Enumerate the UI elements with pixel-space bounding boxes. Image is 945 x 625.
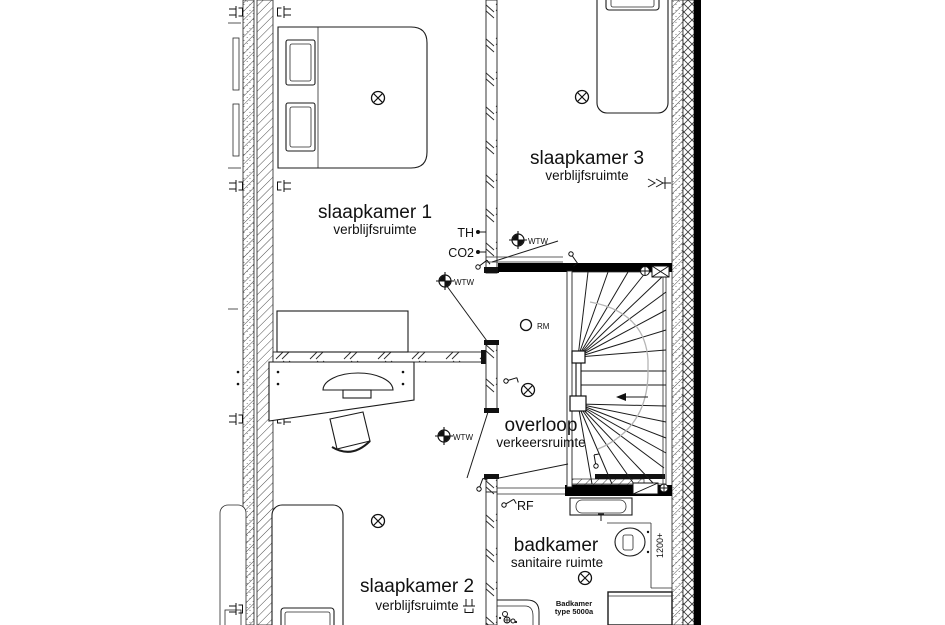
room-slaapkamer-2: WTW slaapkamer 2 verblijfsruimte <box>268 361 491 625</box>
wall-tie-icon <box>462 598 476 613</box>
stair-walkline <box>589 301 649 450</box>
ceiling-light-icon <box>577 570 593 586</box>
room-slaapkamer-3: slaapkamer 3 verblijfsruimte <box>530 0 671 189</box>
stair-treads-lower <box>577 403 667 485</box>
staircase <box>569 265 670 495</box>
stair-treads-upper <box>577 271 667 358</box>
room-label-slaapkamer1: slaapkamer 1 <box>318 202 432 223</box>
wall-stairwell-north <box>498 263 672 272</box>
height-marker-label: 1200+ <box>655 533 665 558</box>
door-slaapkamer2 <box>466 411 489 479</box>
room-label-badkamer: badkamer <box>514 535 599 556</box>
washbasin <box>569 497 633 521</box>
co2-sensor-label: CO2 <box>448 246 474 260</box>
newel-post <box>571 350 586 364</box>
wall-tie-icon <box>228 179 243 193</box>
duct-niche <box>607 522 672 589</box>
room-overloop: TH CO2 WTW WTW RM overloop verkeersruimt… <box>435 226 605 470</box>
light-switch-icon <box>502 372 521 389</box>
wtw-label: WTW <box>453 433 473 442</box>
wtw-valve-icon <box>434 426 454 446</box>
wtw-valve-icon <box>508 230 528 250</box>
room-label-slaapkamer3: slaapkamer 3 <box>530 148 644 169</box>
wall-overloop-west <box>485 341 498 413</box>
room-type-badkamer: sanitaire ruimte <box>511 555 603 570</box>
floor-drain-icon <box>498 616 518 624</box>
wall-sk1-sk2 <box>272 351 487 363</box>
room-label-overloop: overloop <box>505 415 578 436</box>
door-badkamer <box>498 463 569 479</box>
wtw-label: WTW <box>454 278 474 287</box>
room-type-slaapkamer1: verblijfsruimte <box>333 222 416 237</box>
wall-vent-icon <box>647 177 671 189</box>
neighbour-fragments <box>219 22 247 625</box>
room-label-slaapkamer2: slaapkamer 2 <box>360 576 474 597</box>
wardrobe <box>276 310 409 353</box>
wall-tie-icon <box>228 5 243 19</box>
newel-post <box>569 395 587 412</box>
wtw-label: WTW <box>528 237 548 246</box>
toilet <box>614 527 650 557</box>
doors <box>440 240 569 479</box>
light-switch-icon <box>500 496 518 511</box>
wall-tie-icon <box>277 5 292 19</box>
wall-tie-icon <box>228 412 243 426</box>
desk-lamp <box>322 372 394 391</box>
ceiling-light-icon <box>370 513 386 529</box>
thermostat-label: TH <box>457 226 474 240</box>
ceiling-light-icon <box>574 89 590 105</box>
wall-sk1-sk3 <box>485 0 498 274</box>
smoke-detector-icon <box>519 318 533 332</box>
vent-unit-icon <box>640 265 670 278</box>
bath-type-note-line2: type 5000a <box>555 607 594 616</box>
smoke-detector-label: RM <box>537 322 550 331</box>
room-type-slaapkamer2: verblijfsruimte <box>375 598 458 613</box>
shower-tray <box>607 591 673 625</box>
chair <box>329 411 371 453</box>
party-wall <box>242 0 274 625</box>
door-slaapkamer3 <box>491 240 559 263</box>
bath-type-note-line1: Badkamer <box>556 599 592 608</box>
wall-badkamer-west <box>485 491 498 625</box>
room-badkamer: RF 1200+ badkamer sanitaire ruimte Badka… <box>497 496 673 625</box>
exterior-wall <box>671 0 701 625</box>
bathtub <box>497 599 540 625</box>
stair-direction-arrow <box>616 393 626 401</box>
ceiling-light-icon <box>520 382 536 398</box>
room-type-overloop: verkeersruimte <box>496 435 585 450</box>
room-type-slaapkamer3: verblijfsruimte <box>545 168 628 183</box>
double-bed <box>277 26 428 169</box>
rf-switch-label: RF <box>517 499 534 513</box>
single-bed <box>596 0 669 114</box>
ceiling-light-icon <box>370 90 386 106</box>
wall-tie-icon <box>277 179 292 193</box>
desk <box>268 361 415 422</box>
wtw-valve-icon <box>435 271 455 291</box>
vent-unit-icon <box>632 482 669 495</box>
door-slaapkamer1 <box>440 277 488 342</box>
stair-handrail <box>575 362 582 399</box>
single-bed <box>271 504 344 625</box>
stair-treads-mid <box>580 370 666 386</box>
wall-badkamer-north <box>565 485 672 496</box>
room-slaapkamer-1: slaapkamer 1 verblijfsruimte <box>276 26 432 353</box>
